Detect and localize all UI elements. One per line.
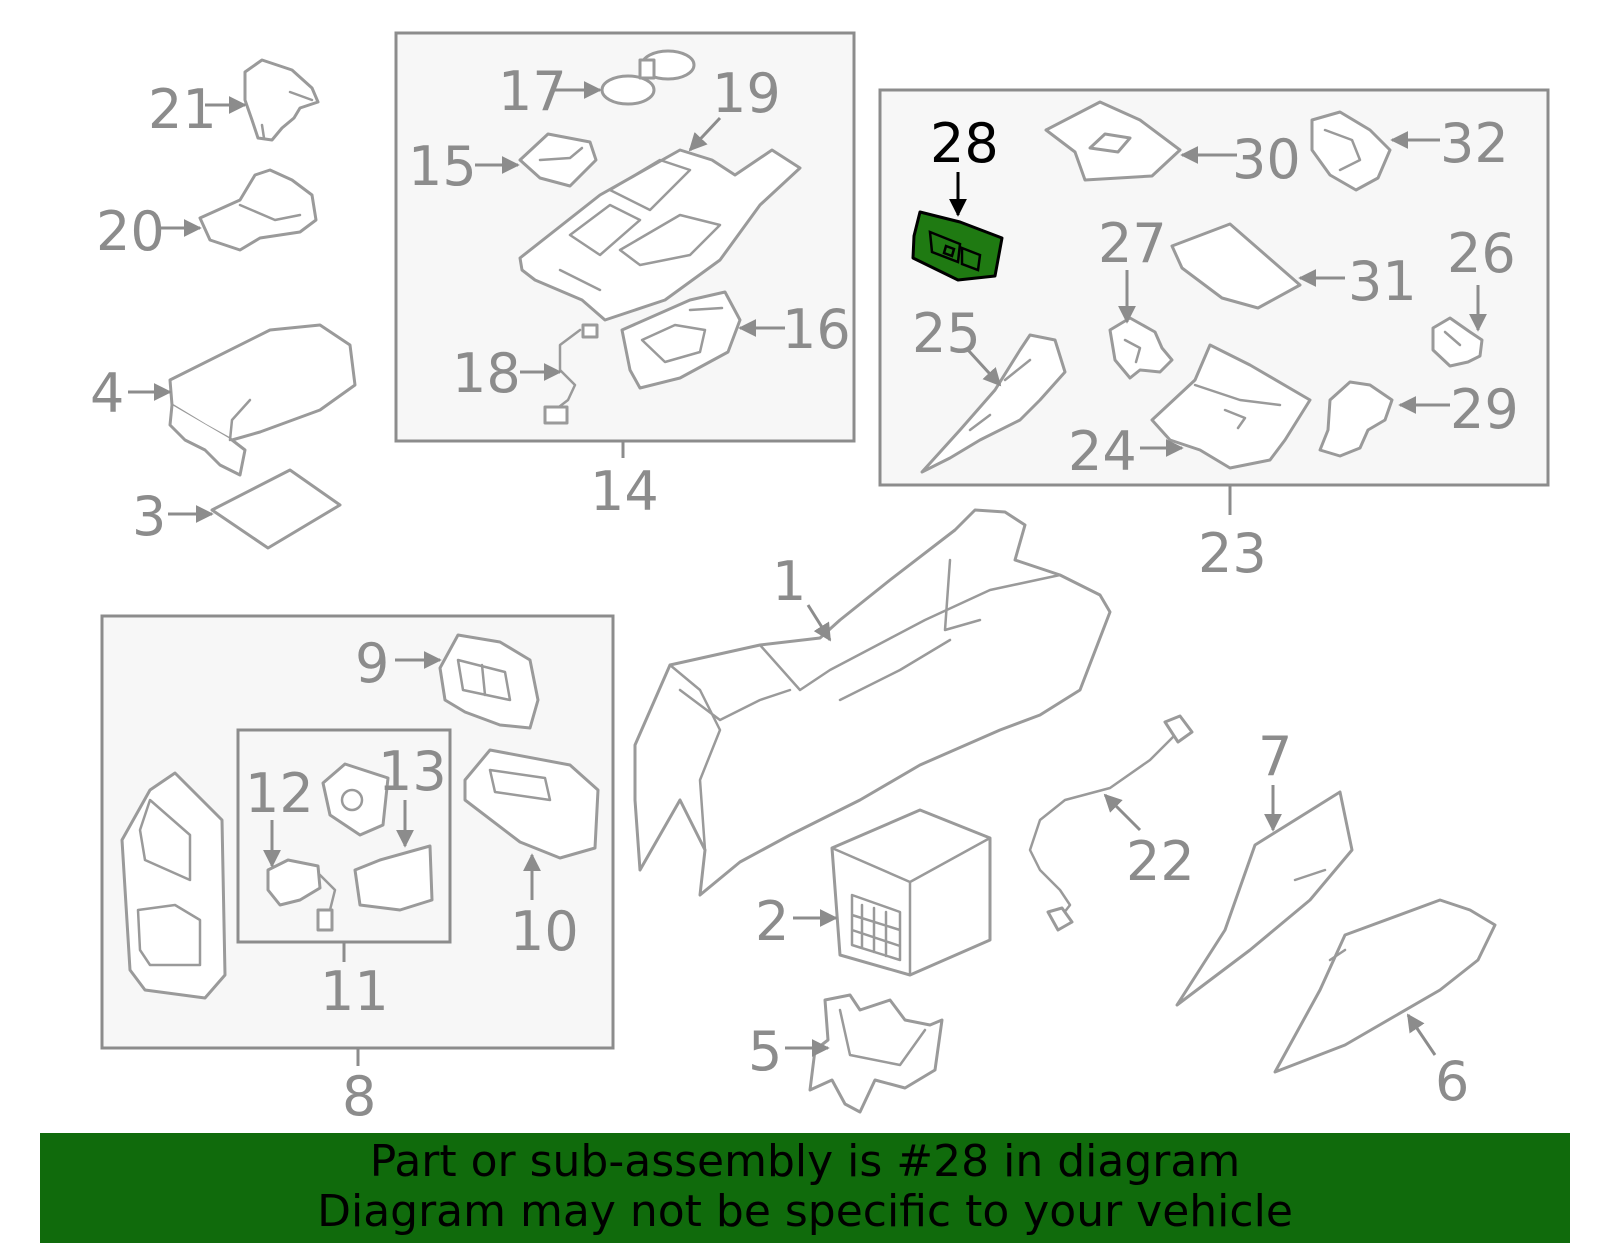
part-31-pad[interactable] <box>1170 222 1302 310</box>
callout-30[interactable]: 30 <box>1232 128 1301 191</box>
part-4-armrest[interactable] <box>168 323 357 477</box>
callout-29[interactable]: 29 <box>1450 378 1519 441</box>
callout-14[interactable]: 14 <box>590 460 659 523</box>
part-5-bracket[interactable] <box>808 993 944 1114</box>
banner-line-part: Part or sub-assembly is #28 in diagram <box>369 1136 1241 1187</box>
part-20-shift-boot[interactable] <box>198 168 318 252</box>
callout-7[interactable]: 7 <box>1258 725 1292 788</box>
part-28-switch-assembly[interactable] <box>911 210 1004 282</box>
part-3-armrest-pad[interactable] <box>210 468 342 550</box>
callout-27[interactable]: 27 <box>1098 212 1167 275</box>
callout-22[interactable]: 22 <box>1126 830 1195 893</box>
part-9-vent[interactable] <box>438 633 540 730</box>
callout-26[interactable]: 26 <box>1447 222 1516 285</box>
callout-10[interactable]: 10 <box>510 900 579 963</box>
callout-6[interactable]: 6 <box>1435 1050 1469 1113</box>
callout-31[interactable]: 31 <box>1348 250 1417 313</box>
callout-15[interactable]: 15 <box>408 135 477 198</box>
callout-13[interactable]: 13 <box>378 740 447 803</box>
part-16-cup-holder[interactable] <box>620 290 742 390</box>
part-27-socket[interactable] <box>1108 316 1174 380</box>
part-10-duct[interactable] <box>463 748 600 860</box>
callout-11[interactable]: 11 <box>320 960 389 1023</box>
part-25-side-trim[interactable] <box>920 333 1067 474</box>
part-22-harness[interactable] <box>1028 714 1194 932</box>
callout-12[interactable]: 12 <box>245 762 314 825</box>
part-30-tray[interactable] <box>1044 100 1182 182</box>
callout-17[interactable]: 17 <box>498 60 567 123</box>
part-2-storage-box[interactable] <box>830 808 992 977</box>
callout-1[interactable]: 1 <box>772 550 806 613</box>
part-24-bin[interactable] <box>1150 343 1312 470</box>
part-19-console-panel[interactable] <box>518 148 802 322</box>
part-18-harness[interactable] <box>543 323 599 425</box>
callout-24[interactable]: 24 <box>1068 420 1137 483</box>
banner-line-disclaimer: Diagram may not be specific to your vehi… <box>317 1186 1293 1237</box>
part-8-rear-panel[interactable] <box>120 771 227 1000</box>
part-13-module[interactable] <box>321 762 434 912</box>
callout-20[interactable]: 20 <box>96 200 165 263</box>
callout-16[interactable]: 16 <box>782 298 851 361</box>
callout-3[interactable]: 3 <box>132 485 166 548</box>
callout-28[interactable]: 28 <box>930 112 999 175</box>
part-32-bracket[interactable] <box>1310 110 1392 192</box>
part-15-switch[interactable] <box>518 132 598 188</box>
callout-9[interactable]: 9 <box>355 632 389 695</box>
info-banner: Part or sub-assembly is #28 in diagram D… <box>40 1133 1570 1243</box>
callout-21[interactable]: 21 <box>148 78 217 141</box>
part-1-console-body[interactable] <box>633 508 1112 897</box>
callout-2[interactable]: 2 <box>755 890 789 953</box>
part-6-side-panel[interactable] <box>1273 898 1497 1074</box>
part-29-bracket[interactable] <box>1318 380 1394 458</box>
callout-4[interactable]: 4 <box>90 362 124 425</box>
callout-23[interactable]: 23 <box>1198 522 1267 585</box>
callout-19[interactable]: 19 <box>712 62 781 125</box>
callout-32[interactable]: 32 <box>1440 112 1509 175</box>
callout-8[interactable]: 8 <box>342 1065 376 1128</box>
part-7-side-panel[interactable] <box>1175 790 1354 1007</box>
part-26-socket[interactable] <box>1431 316 1484 368</box>
part-21-shift-knob[interactable] <box>243 58 320 142</box>
callout-25[interactable]: 25 <box>912 302 981 365</box>
part-12-socket[interactable] <box>266 858 337 932</box>
callout-5[interactable]: 5 <box>748 1020 782 1083</box>
callout-18[interactable]: 18 <box>452 342 521 405</box>
part-17-cup-rings[interactable] <box>600 49 696 106</box>
